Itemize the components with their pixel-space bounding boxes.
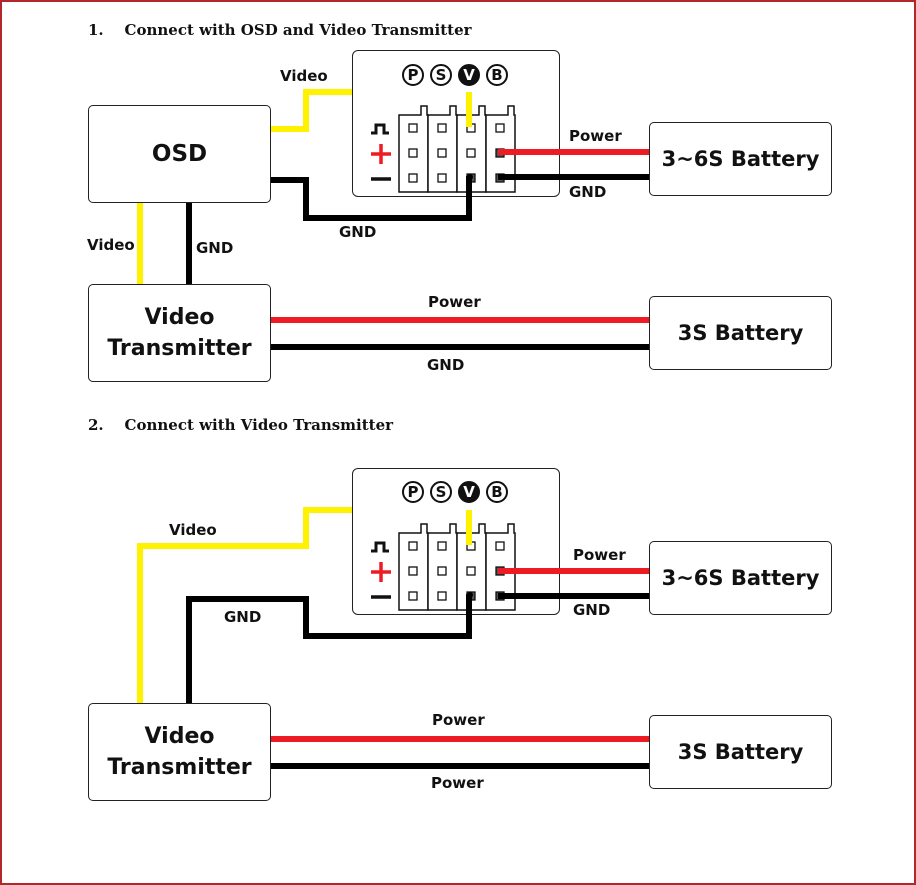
- main-battery-block-2: 3~6S Battery: [649, 541, 832, 615]
- label-vtx-battery-power-2: Power: [432, 711, 485, 729]
- channel-b-icon: B: [486, 481, 508, 503]
- signal-pulse-icon: [371, 541, 389, 553]
- vtx-battery-label: 3S Battery: [677, 321, 804, 345]
- label-vtx-battery-power: Power: [428, 293, 481, 311]
- vtx-label-line2: Transmitter: [107, 755, 252, 780]
- section-2-heading: 2. Connect with Video Transmitter: [88, 416, 394, 434]
- video-transmitter-block: Video Transmitter: [88, 284, 271, 382]
- label-osd-rx-video: Video: [280, 67, 328, 85]
- osd-block: OSD: [88, 105, 271, 203]
- plus-icon: [371, 144, 391, 164]
- label-vtx-battery-gnd: GND: [427, 356, 465, 374]
- wire-vtx-rx-gnd: [186, 594, 472, 704]
- label-osd-vtx-gnd: GND: [196, 239, 234, 257]
- channel-p-icon: P: [402, 481, 424, 503]
- receiver-pin-header: [371, 523, 516, 611]
- label-rx-battery-power-2: Power: [573, 546, 626, 564]
- vtx-battery-label: 3S Battery: [677, 740, 804, 764]
- main-battery-label: 3~6S Battery: [661, 566, 820, 590]
- label-vtx-battery-second-2: Power: [431, 774, 484, 792]
- vtx-battery-block: 3S Battery: [649, 296, 832, 370]
- channel-s-icon: S: [430, 64, 452, 86]
- section-1-heading: 1. Connect with OSD and Video Transmitte…: [88, 21, 472, 39]
- label-rx-battery-gnd: GND: [569, 183, 607, 201]
- channel-s-icon: S: [430, 481, 452, 503]
- vtx-label-line2: Transmitter: [107, 336, 252, 361]
- signal-pulse-icon: [371, 123, 389, 135]
- channel-v-icon-active: V: [458, 481, 480, 503]
- vtx-battery-block-2: 3S Battery: [649, 715, 832, 789]
- plus-icon: [371, 562, 391, 582]
- vtx-label-line1: Video: [144, 305, 215, 330]
- wire-osd-rx-gnd: [271, 176, 472, 221]
- osd-label: OSD: [151, 141, 208, 167]
- label-osd-vtx-video: Video: [87, 236, 135, 254]
- main-battery-label: 3~6S Battery: [661, 147, 820, 171]
- receiver-module: P S V B: [352, 50, 560, 197]
- label-vtx-rx-gnd: GND: [224, 608, 262, 626]
- vtx-label-line1: Video: [144, 724, 215, 749]
- channel-p-icon: P: [402, 64, 424, 86]
- video-transmitter-block-2: Video Transmitter: [88, 703, 271, 801]
- receiver-module-2: P S V B: [352, 468, 560, 615]
- main-battery-block: 3~6S Battery: [649, 122, 832, 196]
- label-rx-battery-power: Power: [569, 127, 622, 145]
- label-vtx-rx-video: Video: [169, 521, 217, 539]
- channel-v-icon-active: V: [458, 64, 480, 86]
- label-osd-rx-gnd: GND: [339, 223, 377, 241]
- label-rx-battery-gnd-2: GND: [573, 601, 611, 619]
- receiver-pin-header: [371, 105, 516, 193]
- channel-b-icon: B: [486, 64, 508, 86]
